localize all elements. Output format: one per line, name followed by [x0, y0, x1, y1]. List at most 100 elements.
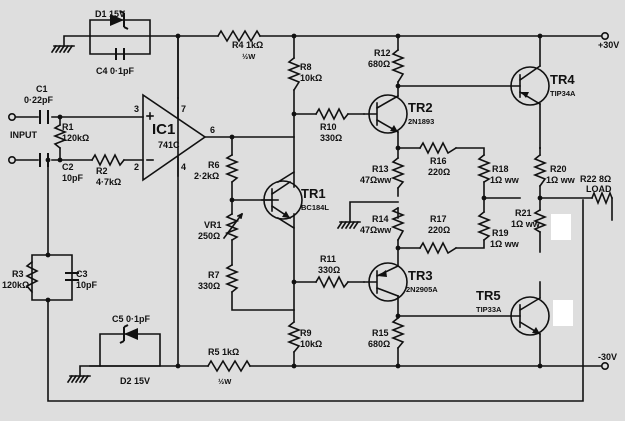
wires	[11, 19, 613, 402]
resistor-r1	[52, 123, 68, 150]
marker-r21	[551, 214, 571, 240]
resistor-r5	[206, 359, 252, 373]
resistor-r15	[390, 316, 406, 350]
resistor-r22-load	[590, 190, 614, 206]
resistor-r9	[286, 320, 302, 354]
input-terminals	[8, 31, 609, 370]
label-r4-watt: ½W	[242, 52, 256, 61]
label-r18: R18	[492, 164, 509, 174]
potentiometer-vr1	[222, 199, 244, 242]
transistor-tr4	[510, 64, 550, 106]
label-r5-watt: ½W	[218, 377, 232, 386]
capacitor-c4	[115, 48, 125, 60]
component-labels: D1 15V C4 0·1pF R4 1kΩ ½W +30V -30V C1 0…	[2, 9, 619, 386]
resistor-r16	[418, 141, 458, 155]
label-r11-value: 330Ω	[318, 265, 340, 275]
label-r2: R2	[96, 166, 108, 176]
capacitor-c1	[39, 110, 49, 124]
capacitor-c3	[65, 272, 79, 281]
label-r3: R3	[12, 269, 24, 279]
label-pin4: 4	[181, 162, 186, 172]
label-c2-value: 10pF	[62, 173, 84, 183]
label-r3-value: 120kΩ	[2, 280, 29, 290]
label-r5: R5 1kΩ	[208, 347, 239, 357]
resistor-r3	[25, 260, 39, 294]
resistor-r10	[314, 107, 350, 121]
label-r20-value: 1Ω ww	[546, 175, 576, 185]
label-r13-value: 47Ωww	[360, 175, 392, 185]
label-r11: R11	[320, 254, 336, 264]
resistor-r17	[418, 241, 458, 255]
label-r14: R14	[372, 214, 389, 224]
label-r21: R21	[515, 208, 532, 218]
label-tr1: TR1	[301, 186, 326, 201]
label-c5: C5 0·1pF	[112, 314, 151, 324]
label-r4: R4 1kΩ	[232, 40, 263, 50]
label-c1-value: 0·22pF	[24, 95, 54, 105]
label-c3: C3	[76, 269, 88, 279]
label-plus30: +30V	[598, 40, 619, 50]
transistor-tr2	[363, 94, 408, 134]
diode-d2	[119, 324, 138, 344]
resistor-r14	[390, 206, 406, 242]
label-r17-value: 220Ω	[428, 225, 450, 235]
label-tr1-part: BC184L	[301, 203, 329, 212]
label-c1: C1	[36, 84, 48, 94]
marker-tr5	[553, 300, 573, 326]
transistor-tr5	[510, 296, 550, 336]
label-minus30: -30V	[598, 352, 617, 362]
label-ic1: IC1	[152, 121, 175, 138]
label-r7: R7	[208, 270, 220, 280]
label-pin3: 3	[134, 104, 139, 114]
label-tr2: TR2	[408, 100, 433, 115]
label-r22: R22 8Ω	[580, 174, 611, 184]
resistor-r7	[224, 263, 240, 294]
label-r8-value: 10kΩ	[300, 73, 322, 83]
resistor-r11	[314, 275, 350, 289]
label-r20: R20	[550, 164, 567, 174]
label-ic1-part: 741C	[158, 140, 180, 150]
resistor-r21	[532, 208, 548, 234]
label-r15-value: 680Ω	[368, 339, 390, 349]
resistor-r8	[286, 56, 302, 92]
label-input: INPUT	[10, 130, 38, 140]
label-vr1: VR1	[204, 220, 222, 230]
label-d1: D1 15V	[95, 9, 125, 19]
label-r12: R12	[374, 48, 391, 58]
label-r8: R8	[300, 62, 312, 72]
label-pin7: 7	[181, 104, 186, 114]
label-r12-value: 680Ω	[368, 59, 390, 69]
label-r2-value: 4·7kΩ	[96, 177, 121, 187]
opamp-ic1	[142, 93, 207, 182]
label-r9-value: 10kΩ	[300, 339, 322, 349]
label-r19: R19	[492, 228, 509, 238]
label-r9: R9	[300, 328, 312, 338]
resistor-r19	[476, 210, 492, 242]
label-r16-value: 220Ω	[428, 167, 450, 177]
label-tr2-part: 2N1893	[408, 117, 434, 126]
capacitor-c2	[39, 153, 49, 167]
label-r17: R17	[430, 214, 447, 224]
label-r22-load: LOAD	[586, 184, 612, 194]
resistor-r4	[216, 29, 262, 43]
resistor-r2	[90, 153, 126, 167]
label-r6: R6	[208, 160, 220, 170]
label-pin6: 6	[210, 125, 215, 135]
label-pin2: 2	[134, 162, 139, 172]
resistor-r6	[224, 153, 240, 184]
label-r10: R10	[320, 122, 337, 132]
junction-dots	[45, 33, 543, 369]
label-tr5-part: TIP33A	[476, 305, 502, 314]
label-r19-value: 1Ω ww	[490, 239, 520, 249]
ground-top	[50, 44, 75, 54]
label-r10-value: 330Ω	[320, 133, 342, 143]
label-c2: C2	[62, 162, 74, 172]
label-r18-value: 1Ω ww	[490, 175, 520, 185]
label-r13: R13	[372, 164, 389, 174]
diode-d1	[110, 10, 129, 30]
label-tr4-part: TIP34A	[550, 89, 576, 98]
label-r16: R16	[430, 156, 447, 166]
label-d2: D2 15V	[120, 376, 150, 386]
